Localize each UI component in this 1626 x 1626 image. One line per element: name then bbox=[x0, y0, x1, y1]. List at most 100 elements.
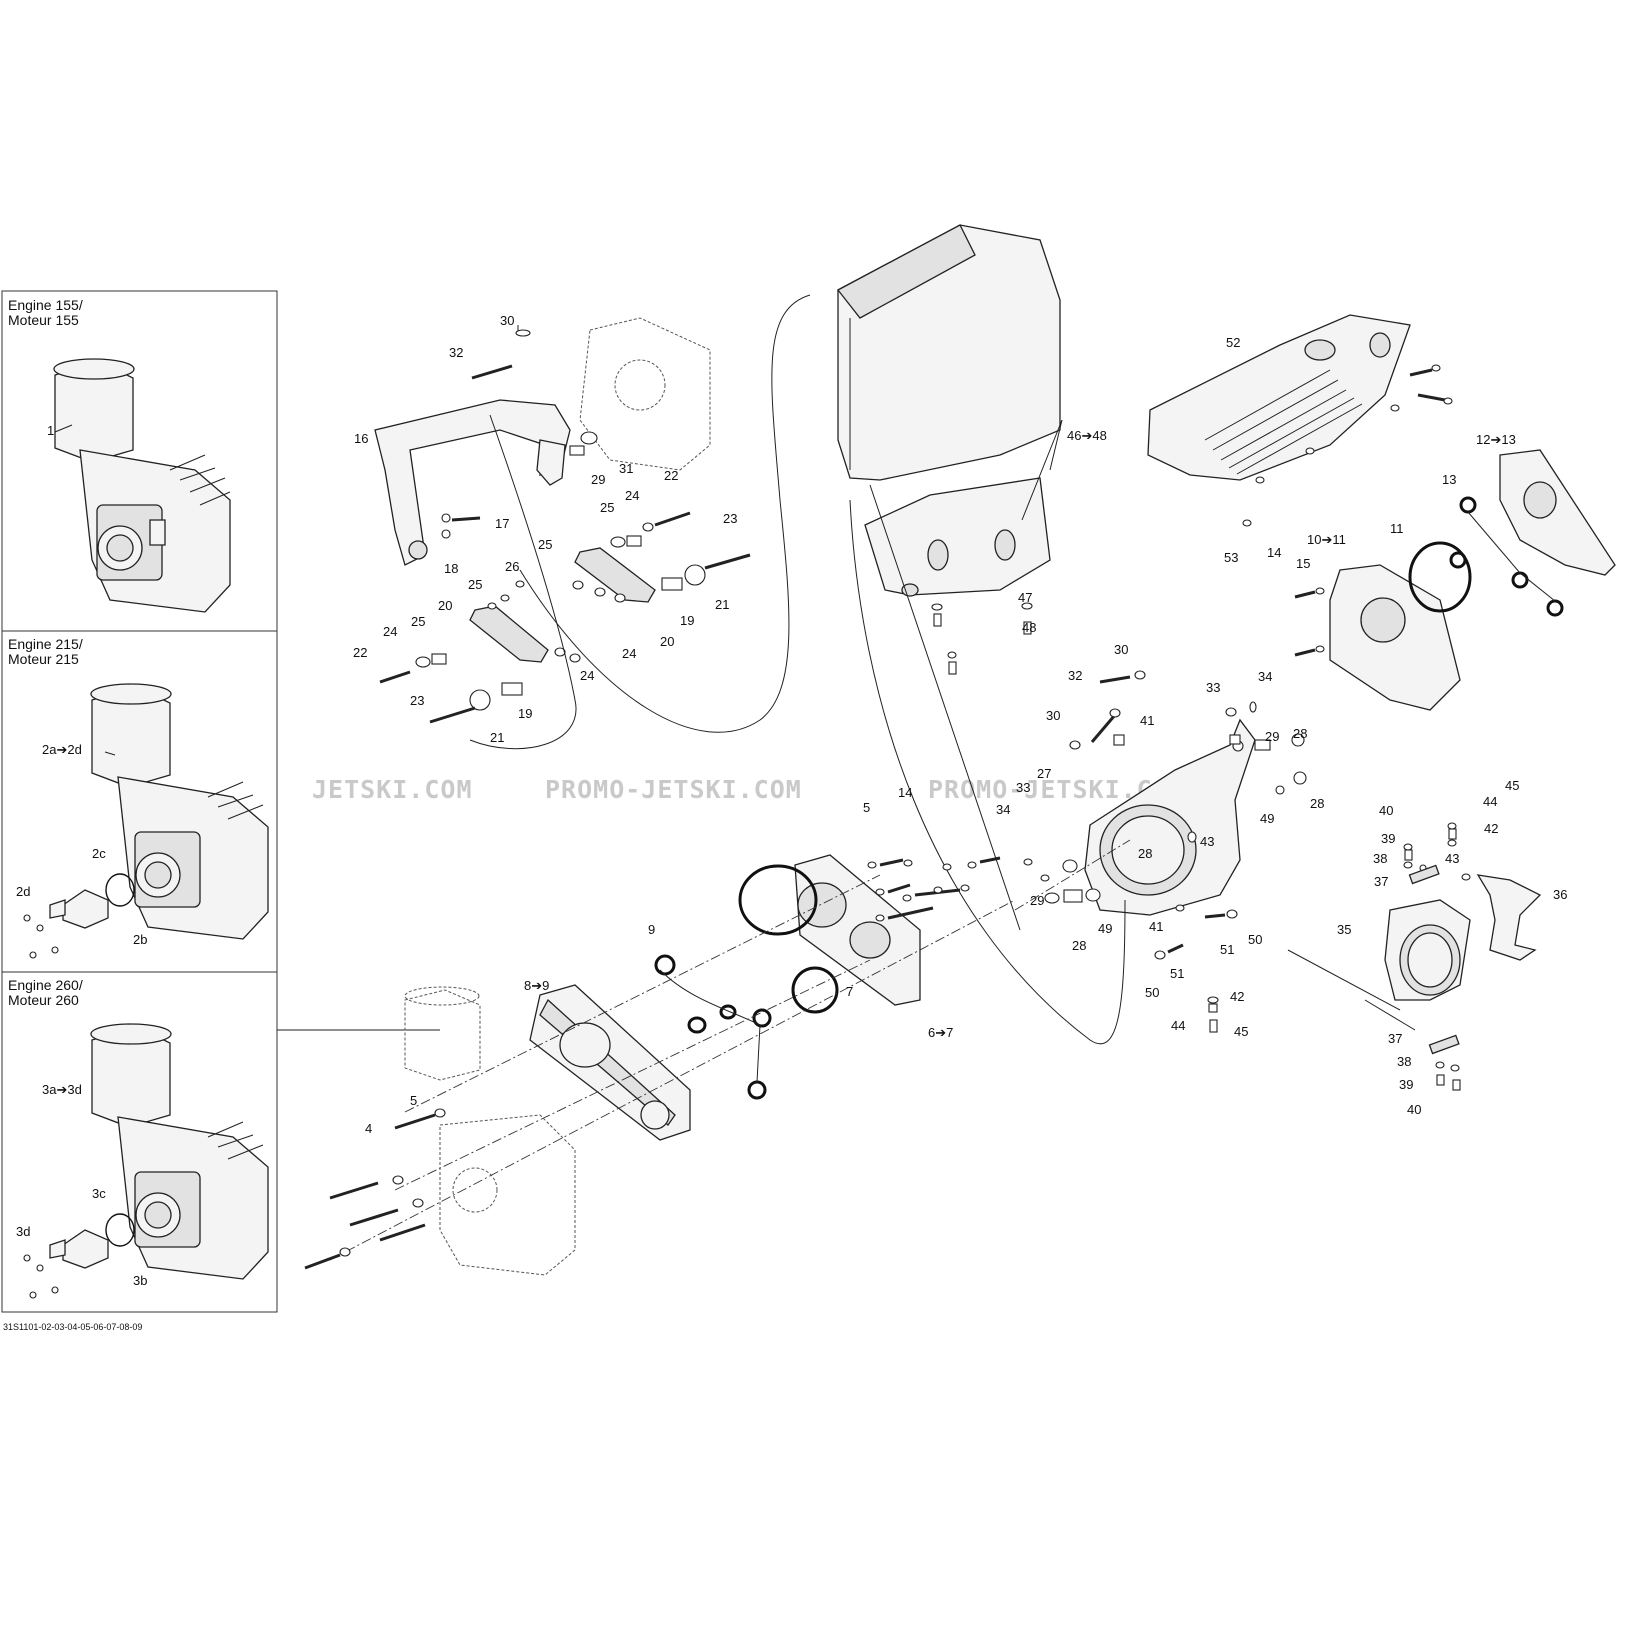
callout-24: 24 bbox=[625, 488, 639, 503]
plate-screws bbox=[1294, 587, 1325, 657]
outer-cover-assembly bbox=[1147, 314, 1453, 527]
drawing-reference-code: 31S1101-02-03-04-05-06-07-08-09 bbox=[3, 1322, 142, 1332]
callout-37: 37 bbox=[1388, 1031, 1402, 1046]
gear-cover-assembly bbox=[329, 839, 1131, 1261]
supercharger-155-drawing bbox=[53, 358, 231, 613]
callout-51: 51 bbox=[1220, 942, 1234, 957]
callout-41: 41 bbox=[1149, 919, 1163, 934]
callout-30: 30 bbox=[500, 313, 514, 328]
callout-3d: 3d bbox=[16, 1224, 30, 1239]
plate-bolts bbox=[867, 856, 1001, 922]
callout-15: 15 bbox=[1296, 556, 1310, 571]
callout-34: 34 bbox=[996, 802, 1010, 817]
callout-22: 22 bbox=[353, 645, 367, 660]
callout-28: 28 bbox=[1310, 796, 1324, 811]
callout-16: 16 bbox=[354, 431, 368, 446]
link-hardware bbox=[379, 511, 751, 724]
panel-260-title-line2: Moteur 260 bbox=[8, 992, 79, 1008]
callout-52: 52 bbox=[1226, 335, 1240, 350]
callout-45: 45 bbox=[1505, 778, 1519, 793]
callout-25: 25 bbox=[538, 537, 552, 552]
supercharger-215-drawing bbox=[49, 683, 269, 940]
callout-39: 39 bbox=[1399, 1077, 1413, 1092]
watermark-text-1: JETSKI.COM bbox=[312, 775, 473, 804]
callout-47: 47 bbox=[1018, 590, 1032, 605]
callout-40: 40 bbox=[1379, 803, 1393, 818]
callout-29: 29 bbox=[1265, 729, 1279, 744]
callouts-housing: 30 32 30 41 33 34 29 28 27 33 34 28 43 4… bbox=[996, 642, 1324, 1039]
callout-44: 44 bbox=[1171, 1018, 1185, 1033]
callout-8-9: 8➔9 bbox=[524, 978, 549, 993]
panel-engine-260 bbox=[1, 971, 278, 1313]
callouts-gear-cover: 14 5 9 8➔9 7 6➔7 bbox=[524, 785, 953, 1040]
callouts-outer-cover: 52 53 bbox=[1224, 335, 1240, 565]
callout-39: 39 bbox=[1381, 831, 1395, 846]
callout-29: 29 bbox=[591, 472, 605, 487]
callout-24: 24 bbox=[622, 646, 636, 661]
callout-2b: 2b bbox=[133, 932, 147, 947]
callout-19: 19 bbox=[680, 613, 694, 628]
callouts-jet: 45 40 44 39 42 38 43 37 36 35 37 38 39 4… bbox=[1337, 778, 1567, 1117]
callout-24: 24 bbox=[580, 668, 594, 683]
callouts-supercharger: 5 4 bbox=[365, 1093, 417, 1136]
callout-3b: 3b bbox=[133, 1273, 147, 1288]
callout-50: 50 bbox=[1145, 985, 1159, 1000]
callout-30: 30 bbox=[1046, 708, 1060, 723]
callout-28: 28 bbox=[1072, 938, 1086, 953]
callout-38: 38 bbox=[1397, 1054, 1411, 1069]
callout-14: 14 bbox=[1267, 545, 1281, 560]
supercharger-ghost-assembly bbox=[304, 986, 576, 1276]
callout-18: 18 bbox=[444, 561, 458, 576]
callout-4: 4 bbox=[365, 1121, 372, 1136]
callout-43: 43 bbox=[1200, 834, 1214, 849]
callout-3a-3d: 3a➔3d bbox=[42, 1082, 82, 1097]
callout-14: 14 bbox=[898, 785, 912, 800]
callout-6-7: 6➔7 bbox=[928, 1025, 953, 1040]
panel-215-title-line2: Moteur 215 bbox=[8, 651, 79, 667]
bracket-and-link-assembly bbox=[374, 294, 811, 750]
callout-36: 36 bbox=[1553, 887, 1567, 902]
callout-23: 23 bbox=[410, 693, 424, 708]
callout-21: 21 bbox=[715, 597, 729, 612]
callout-25: 25 bbox=[600, 500, 614, 515]
callout-40: 40 bbox=[1407, 1102, 1421, 1117]
callout-30: 30 bbox=[1114, 642, 1128, 657]
callout-22: 22 bbox=[664, 468, 678, 483]
callouts-bracket: 30 32 16 29 31 17 18 22 24 25 23 25 26 2… bbox=[353, 313, 737, 745]
callout-41: 41 bbox=[1140, 713, 1154, 728]
panel-215-title-line1: Engine 215/ bbox=[8, 636, 83, 652]
callout-23: 23 bbox=[723, 511, 737, 526]
callout-35: 35 bbox=[1337, 922, 1351, 937]
callout-19: 19 bbox=[518, 706, 532, 721]
callouts-seal-plate: 12➔13 13 11 10➔11 14 15 bbox=[1267, 432, 1516, 571]
watermark-text-2: PROMO-JETSKI.COM bbox=[545, 775, 802, 804]
callout-13: 13 bbox=[1442, 472, 1456, 487]
callout-49: 49 bbox=[1260, 811, 1274, 826]
callout-25: 25 bbox=[468, 577, 482, 592]
callout-37: 37 bbox=[1374, 874, 1388, 889]
housing-hardware bbox=[1023, 670, 1307, 1033]
callout-10-11: 10➔11 bbox=[1307, 532, 1346, 547]
callouts-intake-cover: 46➔48 47 48 bbox=[1018, 428, 1107, 635]
jet-housing-assembly bbox=[1364, 822, 1542, 1091]
callout-5: 5 bbox=[863, 800, 870, 815]
callout-50: 50 bbox=[1248, 932, 1262, 947]
callout-26: 26 bbox=[505, 559, 519, 574]
callout-29: 29 bbox=[1030, 893, 1044, 908]
callout-32: 32 bbox=[1068, 668, 1082, 683]
callout-21: 21 bbox=[490, 730, 504, 745]
callout-32: 32 bbox=[449, 345, 463, 360]
panel-155-title-line1: Engine 155/ bbox=[8, 297, 83, 313]
watermark: JETSKI.COM PROMO-JETSKI.COM PROMO-JETSKI… bbox=[312, 775, 1184, 804]
callout-34: 34 bbox=[1258, 669, 1272, 684]
callout-48: 48 bbox=[1022, 620, 1036, 635]
supercharger-260-drawing bbox=[49, 1023, 269, 1280]
callout-25: 25 bbox=[411, 614, 425, 629]
bolts-3d bbox=[23, 1254, 59, 1299]
callout-2a-2d: 2a➔2d bbox=[42, 742, 82, 757]
callout-43: 43 bbox=[1445, 851, 1459, 866]
callout-38: 38 bbox=[1373, 851, 1387, 866]
callout-9: 9 bbox=[648, 922, 655, 937]
callout-20: 20 bbox=[438, 598, 452, 613]
jet-hardware bbox=[1403, 822, 1471, 1091]
